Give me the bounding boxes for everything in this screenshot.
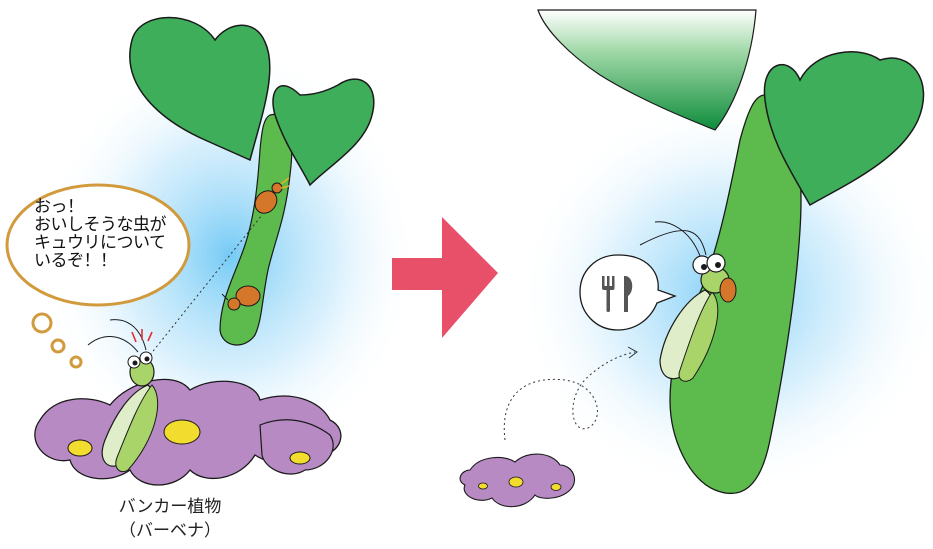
thought-dot	[52, 340, 64, 352]
thought-dot	[33, 314, 51, 332]
verbena-flower-small	[460, 454, 574, 507]
caption-line-2: （バーベナ）	[90, 519, 250, 543]
caption-line-1: バンカー植物	[90, 495, 250, 519]
speech-bubble-text: おっ！ おいしそうな虫が キュウリについて いるぞ！！	[34, 198, 194, 270]
bunker-plant-caption: バンカー植物 （バーベナ）	[90, 495, 250, 543]
thought-dot	[71, 357, 81, 367]
